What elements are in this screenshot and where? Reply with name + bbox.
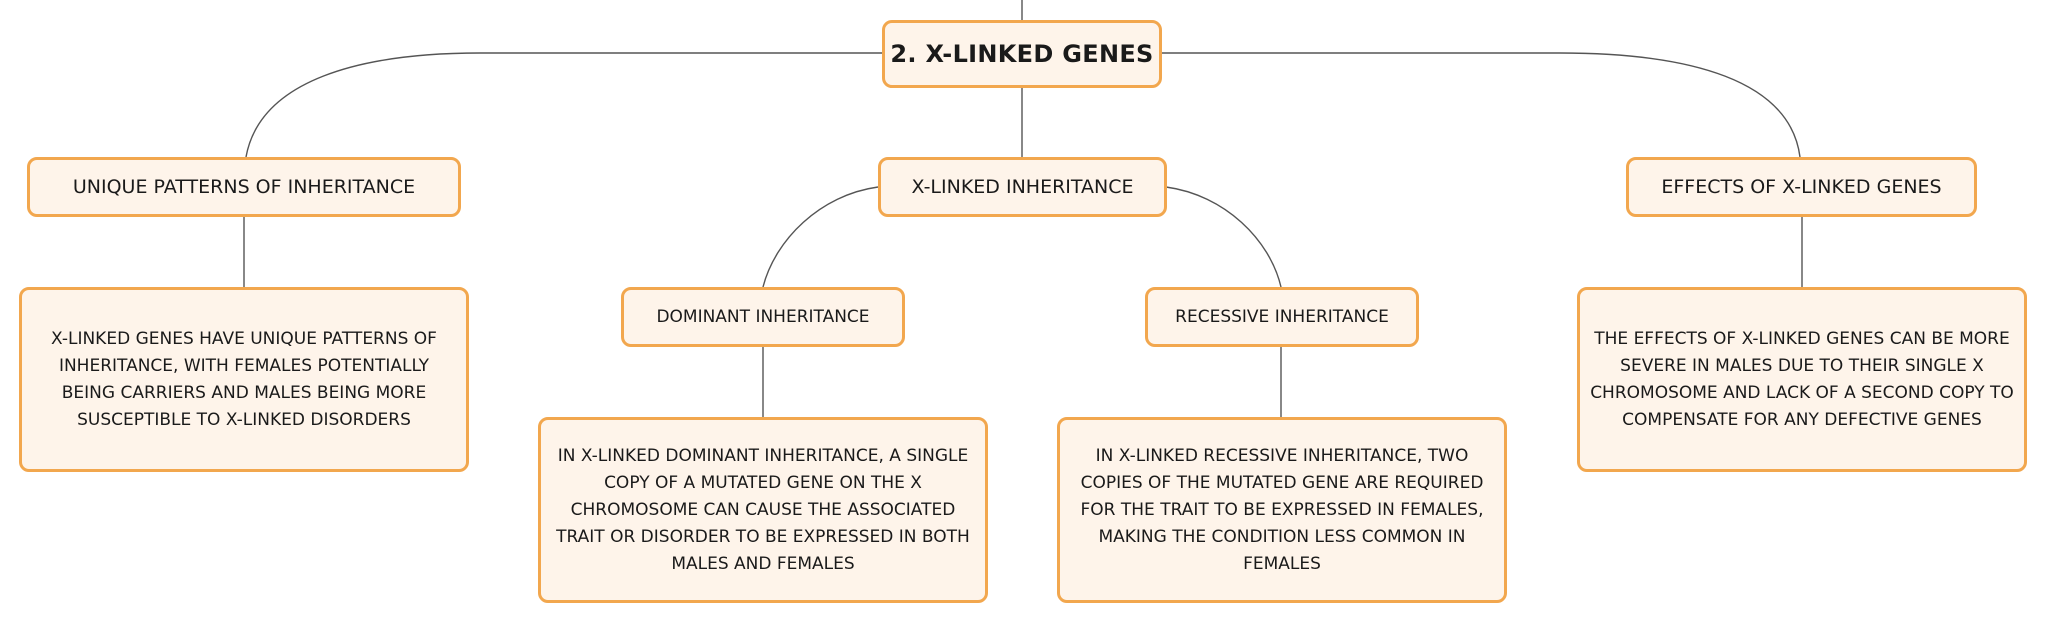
node-recessive-inheritance[interactable]: RECESSIVE INHERITANCE (1145, 287, 1419, 347)
root-node[interactable]: 2. X-LINKED GENES (882, 20, 1162, 88)
detail-effects[interactable]: THE EFFECTS OF X-LINKED GENES CAN BE MOR… (1577, 287, 2027, 472)
detail-unique-patterns[interactable]: X-LINKED GENES HAVE UNIQUE PATTERNS OF I… (19, 287, 469, 472)
node-unique-patterns[interactable]: UNIQUE PATTERNS OF INHERITANCE (27, 157, 461, 217)
connector-xlinked-dominant (762, 186, 879, 288)
connector-root-effects (1161, 52, 1801, 158)
detail-recessive-inheritance[interactable]: IN X-LINKED RECESSIVE INHERITANCE, TWO C… (1057, 417, 1507, 603)
node-effects[interactable]: EFFECTS OF X-LINKED GENES (1626, 157, 1977, 217)
connector-root-unique (245, 52, 882, 158)
node-x-linked-inheritance[interactable]: X-LINKED INHERITANCE (878, 157, 1167, 217)
detail-dominant-inheritance[interactable]: IN X-LINKED DOMINANT INHERITANCE, A SING… (538, 417, 988, 603)
connector-xlinked-recessive (1165, 186, 1282, 288)
node-dominant-inheritance[interactable]: DOMINANT INHERITANCE (621, 287, 905, 347)
